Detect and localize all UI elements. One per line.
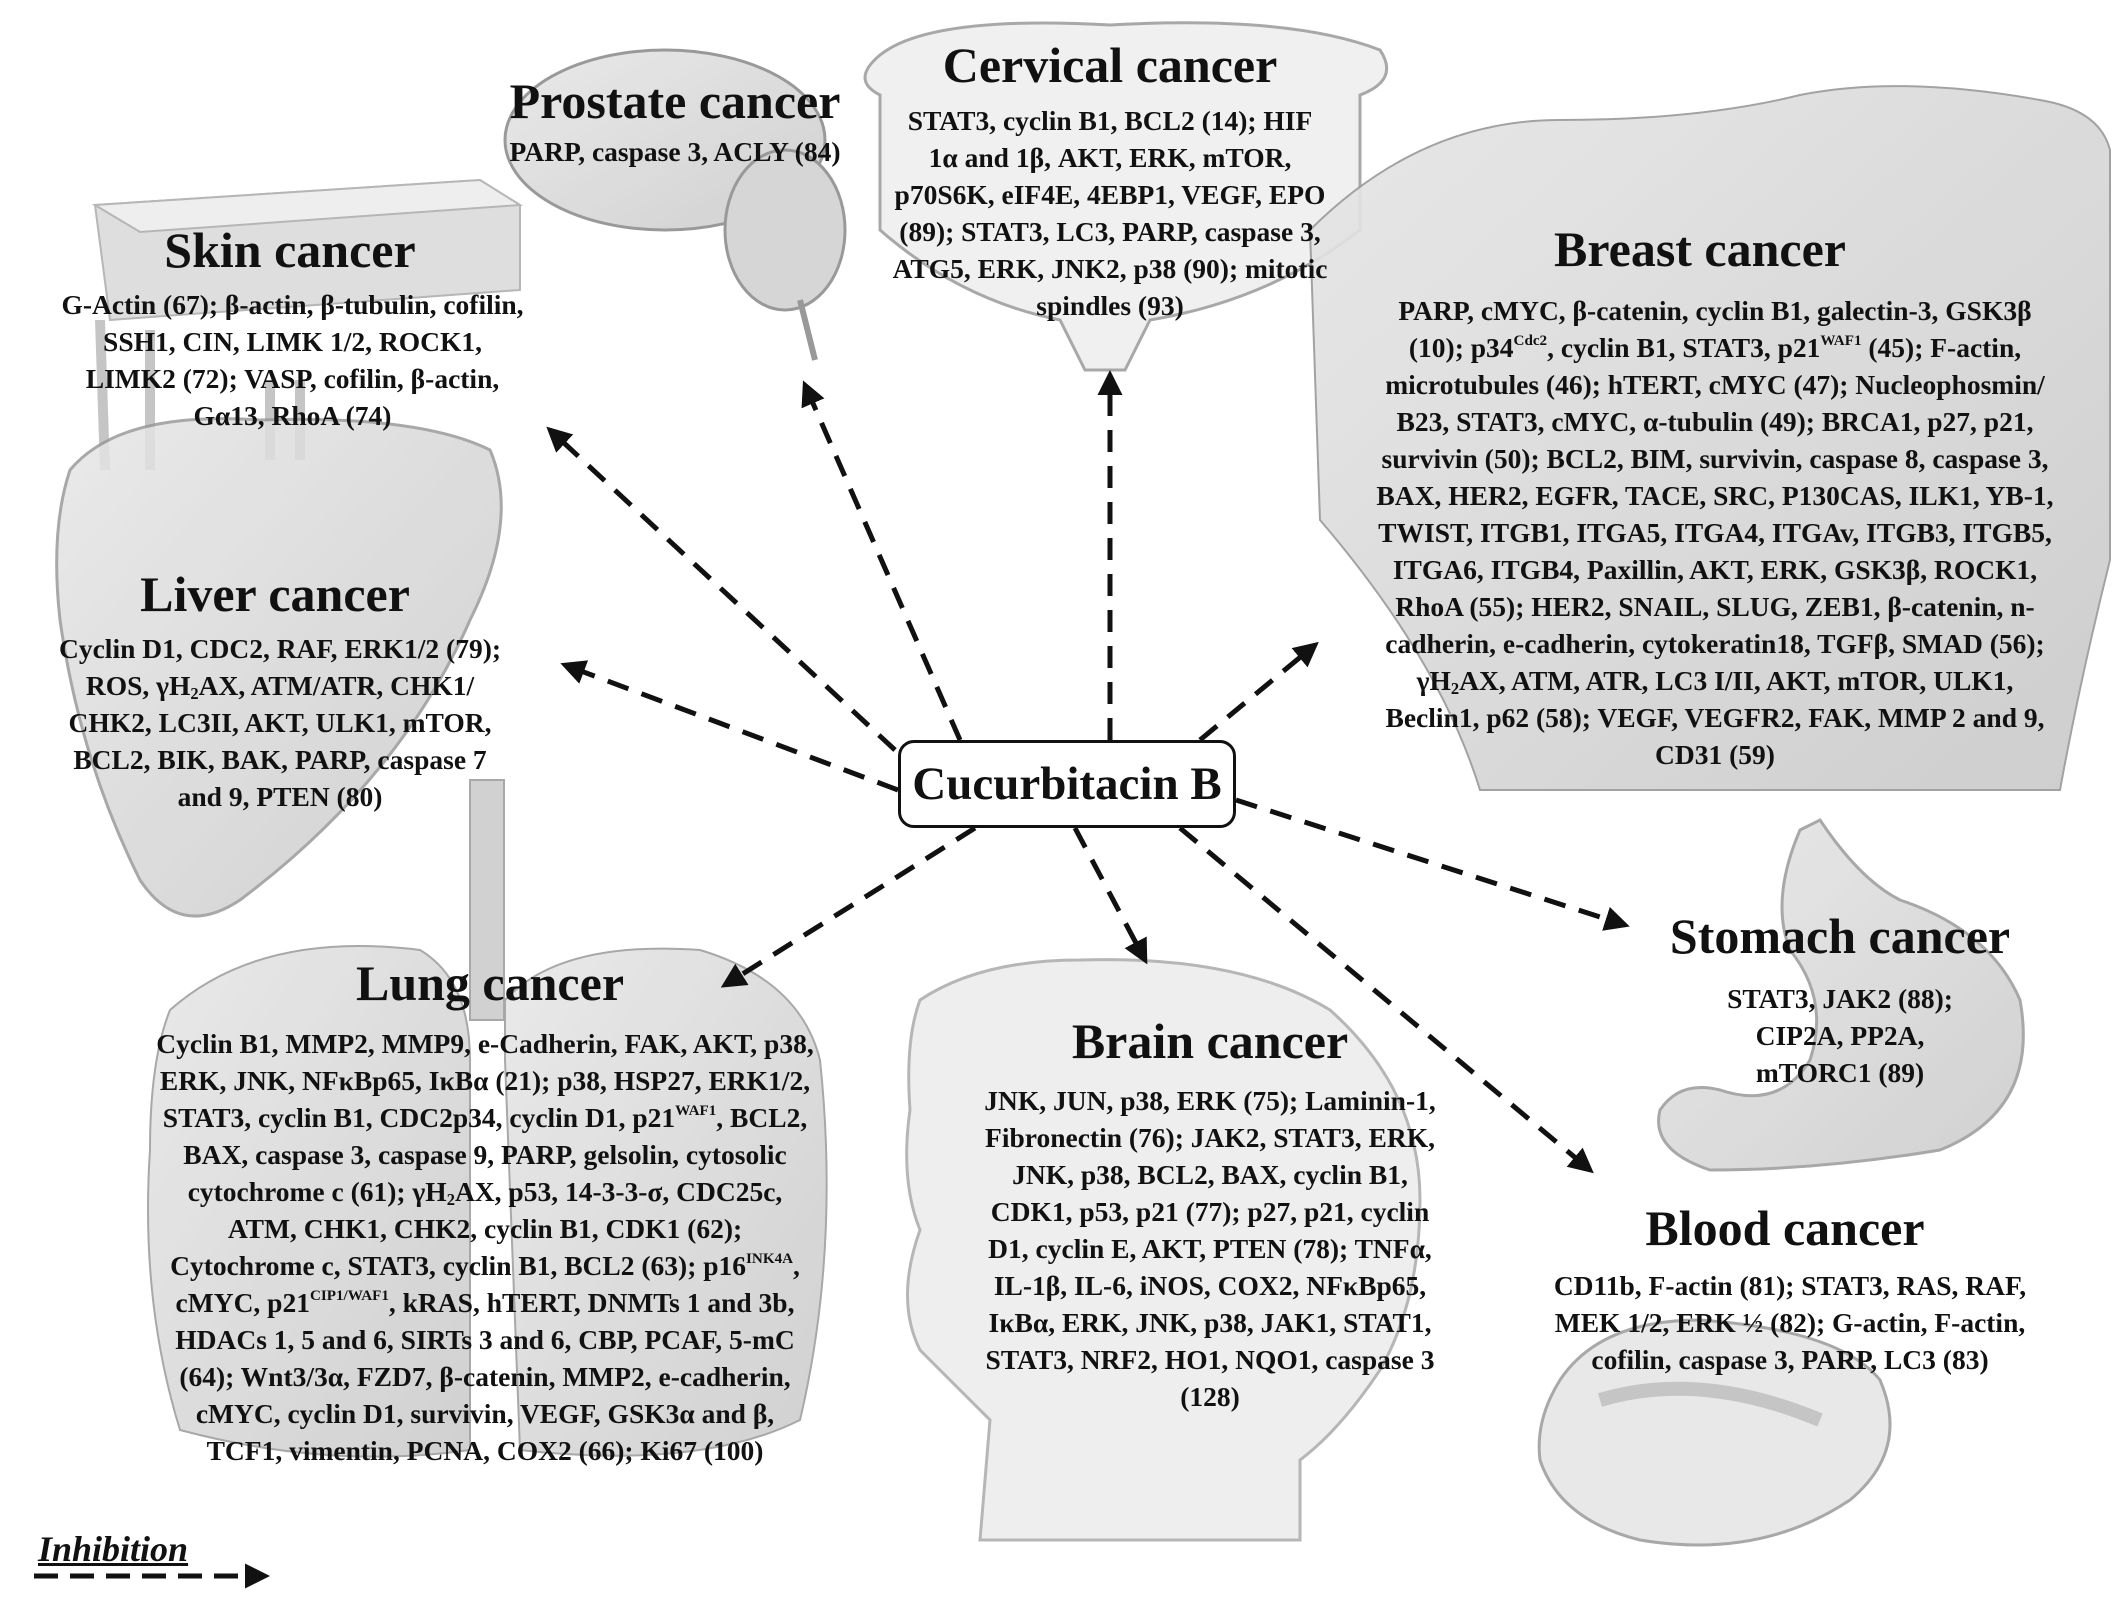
target-line: STAT3, cyclin B1, BCL2 (14); HIF [907, 105, 1313, 136]
target-line: CIP2A, PP2A, [1755, 1020, 1925, 1051]
target-line: (10); p34Cdc2, cyclin B1, STAT3, p21WAF1… [1408, 332, 2022, 363]
target-line: Fibronectin (76); JAK2, STAT3, ERK, [985, 1122, 1435, 1153]
target-line: Beclin1, p62 (58); VEGF, VEGFR2, FAK, MM… [1385, 702, 2045, 733]
target-line: B23, STAT3, cMYC, α-tubulin (49); BRCA1,… [1396, 406, 2034, 437]
target-line: LIMK2 (72); VASP, cofilin, β-actin, [85, 363, 500, 394]
lung-cancer-targets: Cyclin B1, MMP2, MMP9, e-Cadherin, FAK, … [85, 1025, 885, 1469]
stomach-cancer-title: Stomach cancer [1669, 908, 2011, 964]
target-line: HDACs 1, 5 and 6, SIRTs 3 and 6, CBP, PC… [175, 1324, 795, 1355]
prostate-cancer-title: Prostate cancer [509, 73, 841, 129]
target-line: survivin (50); BCL2, BIM, survivin, casp… [1381, 443, 2049, 474]
lung-illustration [147, 779, 828, 1458]
head-illustration [905, 958, 1422, 1542]
target-line: IL-1β, IL-6, iNOS, COX2, NFκBp65, [993, 1270, 1427, 1301]
arrow-stomach [1235, 797, 1630, 931]
target-line: and 9, PTEN (80) [177, 781, 383, 812]
brain-cancer-targets: JNK, JUN, p38, ERK (75); Laminin-1, Fibro… [915, 1082, 1505, 1415]
target-line: BCL2, BIK, BAK, PARP, caspase 7 [73, 744, 487, 775]
target-line: CD11b, F-actin (81); STAT3, RAS, RAF, [1553, 1270, 2027, 1301]
target-line: ATG5, ERK, JNK2, p38 (90); mitotic [892, 253, 1328, 284]
target-line: spindles (93) [1036, 290, 1184, 321]
target-line: D1, cyclin E, AKT, PTEN (78); TNFα, [988, 1233, 1432, 1264]
liver-cancer-title: Liver cancer [140, 566, 410, 622]
target-line: JNK, p38, BCL2, BAX, cyclin B1, [1012, 1159, 1408, 1190]
arrow-prostate [801, 380, 963, 742]
target-line: Cytochrome c, STAT3, cyclin B1, BCL2 (63… [170, 1250, 800, 1281]
target-line: 1α and 1β, AKT, ERK, mTOR, [928, 142, 1292, 173]
target-line: STAT3, NRF2, HO1, NQO1, caspase 3 [985, 1344, 1435, 1375]
target-line: TWIST, ITGB1, ITGA5, ITGA4, ITGAv, ITGB3… [1378, 517, 2052, 548]
target-line: cMYC, p21CIP1/WAF1, kRAS, hTERT, DNMTs 1… [175, 1287, 795, 1318]
target-line: CHK2, LC3II, AKT, ULK1, mTOR, [68, 707, 492, 738]
arrow-breast [1198, 641, 1319, 742]
arrow-skin [546, 426, 897, 752]
lung-cancer-title: Lung cancer [355, 955, 625, 1011]
target-line: STAT3, cyclin B1, CDC2p34, cyclin D1, p2… [162, 1102, 808, 1133]
target-line: cytochrome c (61); γH2AX, p53, 14-3-3-σ,… [187, 1176, 783, 1210]
blood-vessel-illustration [1537, 1318, 1892, 1547]
legend-inhibition-label: Inhibition [38, 1529, 189, 1569]
target-line: ERK, JNK, NFκBp65, IκBα (21); p38, HSP27… [159, 1065, 811, 1096]
breast-cancer-title: Breast cancer [1553, 221, 1847, 277]
liver-illustration [55, 417, 503, 918]
target-line: CDK1, p53, p21 (77); p27, p21, cyclin [990, 1196, 1430, 1227]
cucurbitacin-b-node: Cucurbitacin B [898, 740, 1236, 828]
target-line: microtubules (46); hTERT, cMYC (47); Nuc… [1385, 369, 2045, 400]
target-line: Gα13, RhoA (74) [193, 400, 392, 431]
prostate-illustration [503, 48, 847, 361]
arrow-brain [1072, 826, 1148, 965]
target-line: SSH1, CIN, LIMK 1/2, ROCK1, [103, 326, 482, 357]
target-line: (89); STAT3, LC3, PARP, caspase 3, [899, 216, 1321, 247]
target-line: STAT3, JAK2 (88); [1727, 983, 1953, 1014]
target-line: PARP, caspase 3, ACLY (84) [509, 136, 841, 167]
target-line: PARP, cMYC, β-catenin, cyclin B1, galect… [1398, 295, 2032, 326]
target-line: ATM, CHK1, CHK2, cyclin B1, CDK1 (62); [227, 1213, 743, 1244]
target-line: IκBα, ERK, JNK, p38, JAK1, STAT1, [988, 1307, 1432, 1338]
target-line: ITGA6, ITGB4, Paxillin, AKT, ERK, GSK3β,… [1392, 554, 2038, 585]
target-line: Cyclin B1, MMP2, MMP9, e-Cadherin, FAK, … [156, 1028, 814, 1059]
blood-cancer-targets: CD11b, F-actin (81); STAT3, RAS, RAF, MEK… [1485, 1267, 2095, 1378]
target-line: TCF1, vimentin, PCNA, COX2 (66); Ki67 (1… [206, 1435, 764, 1466]
target-line: MEK 1/2, ERK ½ (82); G-actin, F-actin, [1554, 1307, 2026, 1338]
skin-cancer-title: Skin cancer [164, 222, 416, 278]
target-line: ROS, γH2AX, ATM/ATR, CHK1/ [85, 670, 475, 704]
target-line: (64); Wnt3/3α, FZD7, β-catenin, MMP2, e-… [179, 1361, 791, 1392]
target-line: CD31 (59) [1655, 739, 1775, 770]
inhibition-arrows [546, 370, 1630, 1174]
brain-cancer-title: Brain cancer [1071, 1013, 1349, 1069]
target-line: cadherin, e-cadherin, cytokeratin18, TGF… [1385, 628, 2045, 659]
target-line: cofilin, caspase 3, PARP, LC3 (83) [1591, 1344, 1989, 1375]
stomach-illustration [1657, 818, 2025, 1172]
arrow-blood [1178, 826, 1594, 1174]
torso-illustration [1308, 85, 2111, 791]
arrow-liver [560, 660, 899, 793]
breast-cancer-targets: PARP, cMYC, β-catenin, cyclin B1, galect… [1315, 292, 2115, 773]
target-line: γH2AX, ATM, ATR, LC3 I/II, AKT, mTOR, UL… [1416, 665, 2014, 699]
prostate-cancer-targets: PARP, caspase 3, ACLY (84) [450, 133, 900, 170]
skin-cancer-targets: G-Actin (67); β-actin, β-tubulin, cofili… [10, 286, 575, 434]
target-line: G-Actin (67); β-actin, β-tubulin, cofili… [61, 289, 524, 320]
liver-cancer-targets: Cyclin D1, CDC2, RAF, ERK1/2 (79); ROS, γ… [10, 630, 550, 815]
target-line: BAX, HER2, EGFR, TACE, SRC, P130CAS, ILK… [1376, 480, 2054, 511]
stomach-cancer-targets: STAT3, JAK2 (88); CIP2A, PP2A, mTORC1 (89) [1660, 980, 2020, 1091]
target-line: mTORC1 (89) [1755, 1057, 1925, 1088]
cervical-cancer-targets: STAT3, cyclin B1, BCL2 (14); HIF 1α and 1… [850, 102, 1370, 324]
target-line: (128) [1180, 1381, 1240, 1412]
cervical-cancer-title: Cervical cancer [942, 37, 1278, 93]
target-line: RhoA (55); HER2, SNAIL, SLUG, ZEB1, β-ca… [1395, 591, 2035, 622]
target-line: BAX, caspase 3, caspase 9, PARP, gelsoli… [183, 1139, 787, 1170]
arrow-lung [720, 825, 977, 988]
target-line: Cyclin D1, CDC2, RAF, ERK1/2 (79); [58, 633, 502, 664]
target-line: cMYC, cyclin D1, survivin, VEGF, GSK3α a… [195, 1398, 775, 1429]
target-line: JNK, JUN, p38, ERK (75); Laminin-1, [984, 1085, 1436, 1116]
blood-cancer-title: Blood cancer [1645, 1200, 1925, 1256]
cucurbitacin-b-label: Cucurbitacin B [912, 758, 1222, 810]
target-line: p70S6K, eIF4E, 4EBP1, VEGF, EPO [894, 179, 1326, 210]
